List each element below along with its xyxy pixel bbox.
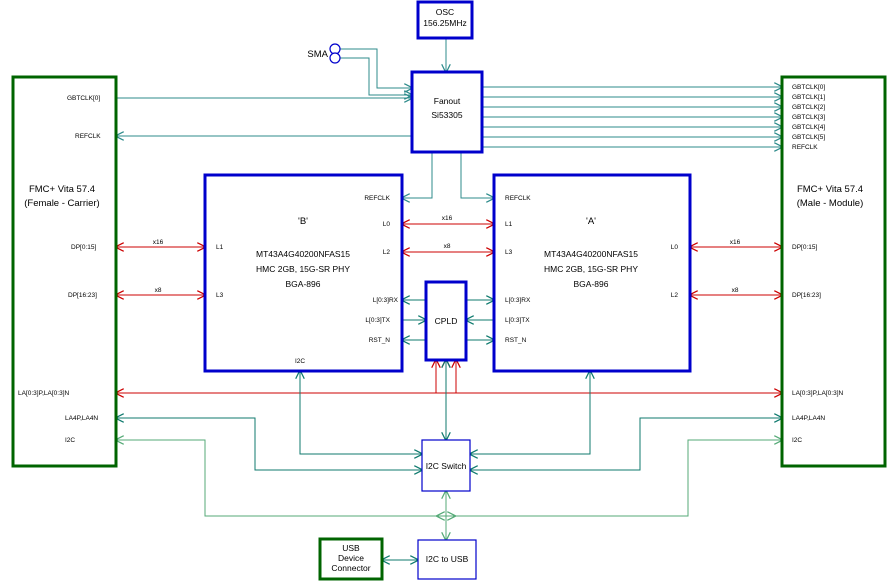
hmc-a-pin-rx: L[0:3]RX xyxy=(505,297,531,304)
la4-to-switch-line xyxy=(116,418,422,470)
fmc-left-connector: FMC+ Vita 57.4 (Female - Carrier) GBTCLK… xyxy=(11,75,118,468)
hmc-b-pin-l2: L2 xyxy=(383,249,391,256)
pin-gbtclk2: GBTCLK[2] xyxy=(792,104,825,111)
bus-width-labels: x16 x8 x16 x8 x16 x8 xyxy=(153,215,741,294)
wires xyxy=(116,38,782,560)
pin-la-0-3: LA[0:3]P,LA[0:3]N xyxy=(792,390,843,397)
hmc-a-block: 'A' MT43A4G40200NFAS15 HMC 2GB, 15G-SR P… xyxy=(492,173,692,373)
bus-width-left-dp16: x8 xyxy=(155,287,162,294)
hmc-b-block: 'B' MT43A4G40200NFAS15 HMC 2GB, 15G-SR P… xyxy=(203,173,404,373)
hmc-b-name: 'B' xyxy=(298,216,308,227)
fmc-right-connector: FMC+ Vita 57.4 (Male - Module) GBTCLK[0]… xyxy=(780,75,887,468)
fanout-block: Fanout Si53305 xyxy=(410,70,484,154)
osc-frequency: 156.25MHz xyxy=(423,18,466,28)
fanout-to-hmc-a-refclk-line xyxy=(460,152,494,198)
usb-connector-line3: Connector xyxy=(331,563,370,573)
hmc-b-pin-l1: L1 xyxy=(216,244,224,251)
pin-dp-0-15: DP[0:15] xyxy=(792,244,817,251)
bus-width-b-to-a-l2: x8 xyxy=(444,243,451,250)
hmc-b-pin-rst: RST_N xyxy=(369,337,391,344)
left-i2c-line xyxy=(116,440,446,517)
hmc-b-pin-refclk: REFCLK xyxy=(364,195,390,202)
pin-la4: LA4P,LA4N xyxy=(792,415,825,422)
pin-i2c: I2C xyxy=(65,437,75,444)
pin-gbtclk4: GBTCLK[4] xyxy=(792,124,825,131)
fmc-right-title: FMC+ Vita 57.4 xyxy=(797,184,863,195)
fanout-label: Fanout xyxy=(434,96,461,106)
i2c-switch-label: I2C Switch xyxy=(426,461,467,471)
hmc-b-part: MT43A4G40200NFAS15 xyxy=(256,249,350,259)
clock-lines xyxy=(116,38,782,198)
hmc-a-pin-l0: L0 xyxy=(671,244,679,251)
pin-dp-16-23: DP[16:23] xyxy=(68,292,97,299)
usb-connector-line2: Device xyxy=(338,553,364,563)
sma-to-fanout-line-2 xyxy=(340,57,412,95)
hmc-b-pin-tx: L[0:3]TX xyxy=(365,317,390,324)
fanout-part: Si53305 xyxy=(431,110,462,120)
bus-width-right-dp0: x16 xyxy=(730,239,741,246)
bus-width-left-dp0: x16 xyxy=(153,239,164,246)
pin-dp-0-15: DP[0:15] xyxy=(71,244,96,251)
cpld-block: CPLD xyxy=(424,280,468,362)
i2c-switch-block: I2C Switch xyxy=(421,439,471,492)
pin-gbtclk0: GBTCLK[0] xyxy=(67,95,100,102)
fanout-to-hmc-b-refclk-line xyxy=(402,152,433,198)
hmc-b-pin-i2c: I2C xyxy=(295,358,305,365)
oscillator-block: OSC 156.25MHz xyxy=(416,0,474,40)
sma-to-fanout-line-1 xyxy=(340,48,412,88)
right-la4-to-switch-line xyxy=(470,418,782,470)
right-i2c-line xyxy=(446,440,782,517)
sma-label: SMA xyxy=(307,49,328,60)
hmc-b-package: BGA-896 xyxy=(286,279,321,289)
i2c-to-usb-block: I2C to USB xyxy=(417,539,477,580)
hmc-b-i2c-to-switch-line xyxy=(300,371,422,454)
i2c-lines xyxy=(116,440,782,540)
hmc-b-pin-l0: L0 xyxy=(383,221,391,228)
hmc-b-pin-l3: L3 xyxy=(216,292,224,299)
hmc-a-pin-l3: L3 xyxy=(505,249,513,256)
hmc-b-desc: HMC 2GB, 15G-SR PHY xyxy=(256,264,350,274)
pin-gbtclk1: GBTCLK[1] xyxy=(792,94,825,101)
usb-connector-line1: USB xyxy=(342,543,360,553)
hmc-a-pin-refclk: REFCLK xyxy=(505,195,531,202)
fmc-left-title: FMC+ Vita 57.4 xyxy=(29,184,95,195)
hmc-a-i2c-to-switch-line xyxy=(470,371,590,454)
hmc-a-pin-l1: L1 xyxy=(505,221,513,228)
hmc-b-pin-rx: L[0:3]RX xyxy=(373,297,399,304)
pin-refclk: REFCLK xyxy=(792,144,818,151)
pin-refclk: REFCLK xyxy=(75,133,101,140)
cpld-label: CPLD xyxy=(435,316,458,326)
pin-la4: LA4P,LA4N xyxy=(65,415,98,422)
hmc-a-desc: HMC 2GB, 15G-SR PHY xyxy=(544,264,638,274)
pin-i2c: I2C xyxy=(792,437,802,444)
hmc-a-part: MT43A4G40200NFAS15 xyxy=(544,249,638,259)
fmc-right-subtitle: (Male - Module) xyxy=(797,198,864,209)
pin-la-0-3: LA[0:3]P,LA[0:3]N xyxy=(18,390,69,397)
control-lines xyxy=(116,300,782,560)
hmc-a-pin-rst: RST_N xyxy=(505,337,527,344)
hmc-a-name: 'A' xyxy=(586,216,596,227)
fmc-left-subtitle: (Female - Carrier) xyxy=(24,198,99,209)
pin-gbtclk5: GBTCLK[5] xyxy=(792,134,825,141)
pin-gbtclk3: GBTCLK[3] xyxy=(792,114,825,121)
pin-dp-16-23: DP[16:23] xyxy=(792,292,821,299)
hmc-a-package: BGA-896 xyxy=(574,279,609,289)
sma-connector: SMA xyxy=(307,43,341,64)
pin-gbtclk0: GBTCLK[0] xyxy=(792,84,825,91)
hmc-a-pin-tx: L[0:3]TX xyxy=(505,317,530,324)
osc-label: OSC xyxy=(436,7,454,17)
hmc-a-pin-l2: L2 xyxy=(671,292,679,299)
i2c-to-usb-label: I2C to USB xyxy=(426,554,469,564)
usb-connector-block: USB Device Connector xyxy=(318,537,384,581)
bus-width-right-dp16: x8 xyxy=(732,287,739,294)
bus-width-b-to-a-l0: x16 xyxy=(442,215,453,222)
